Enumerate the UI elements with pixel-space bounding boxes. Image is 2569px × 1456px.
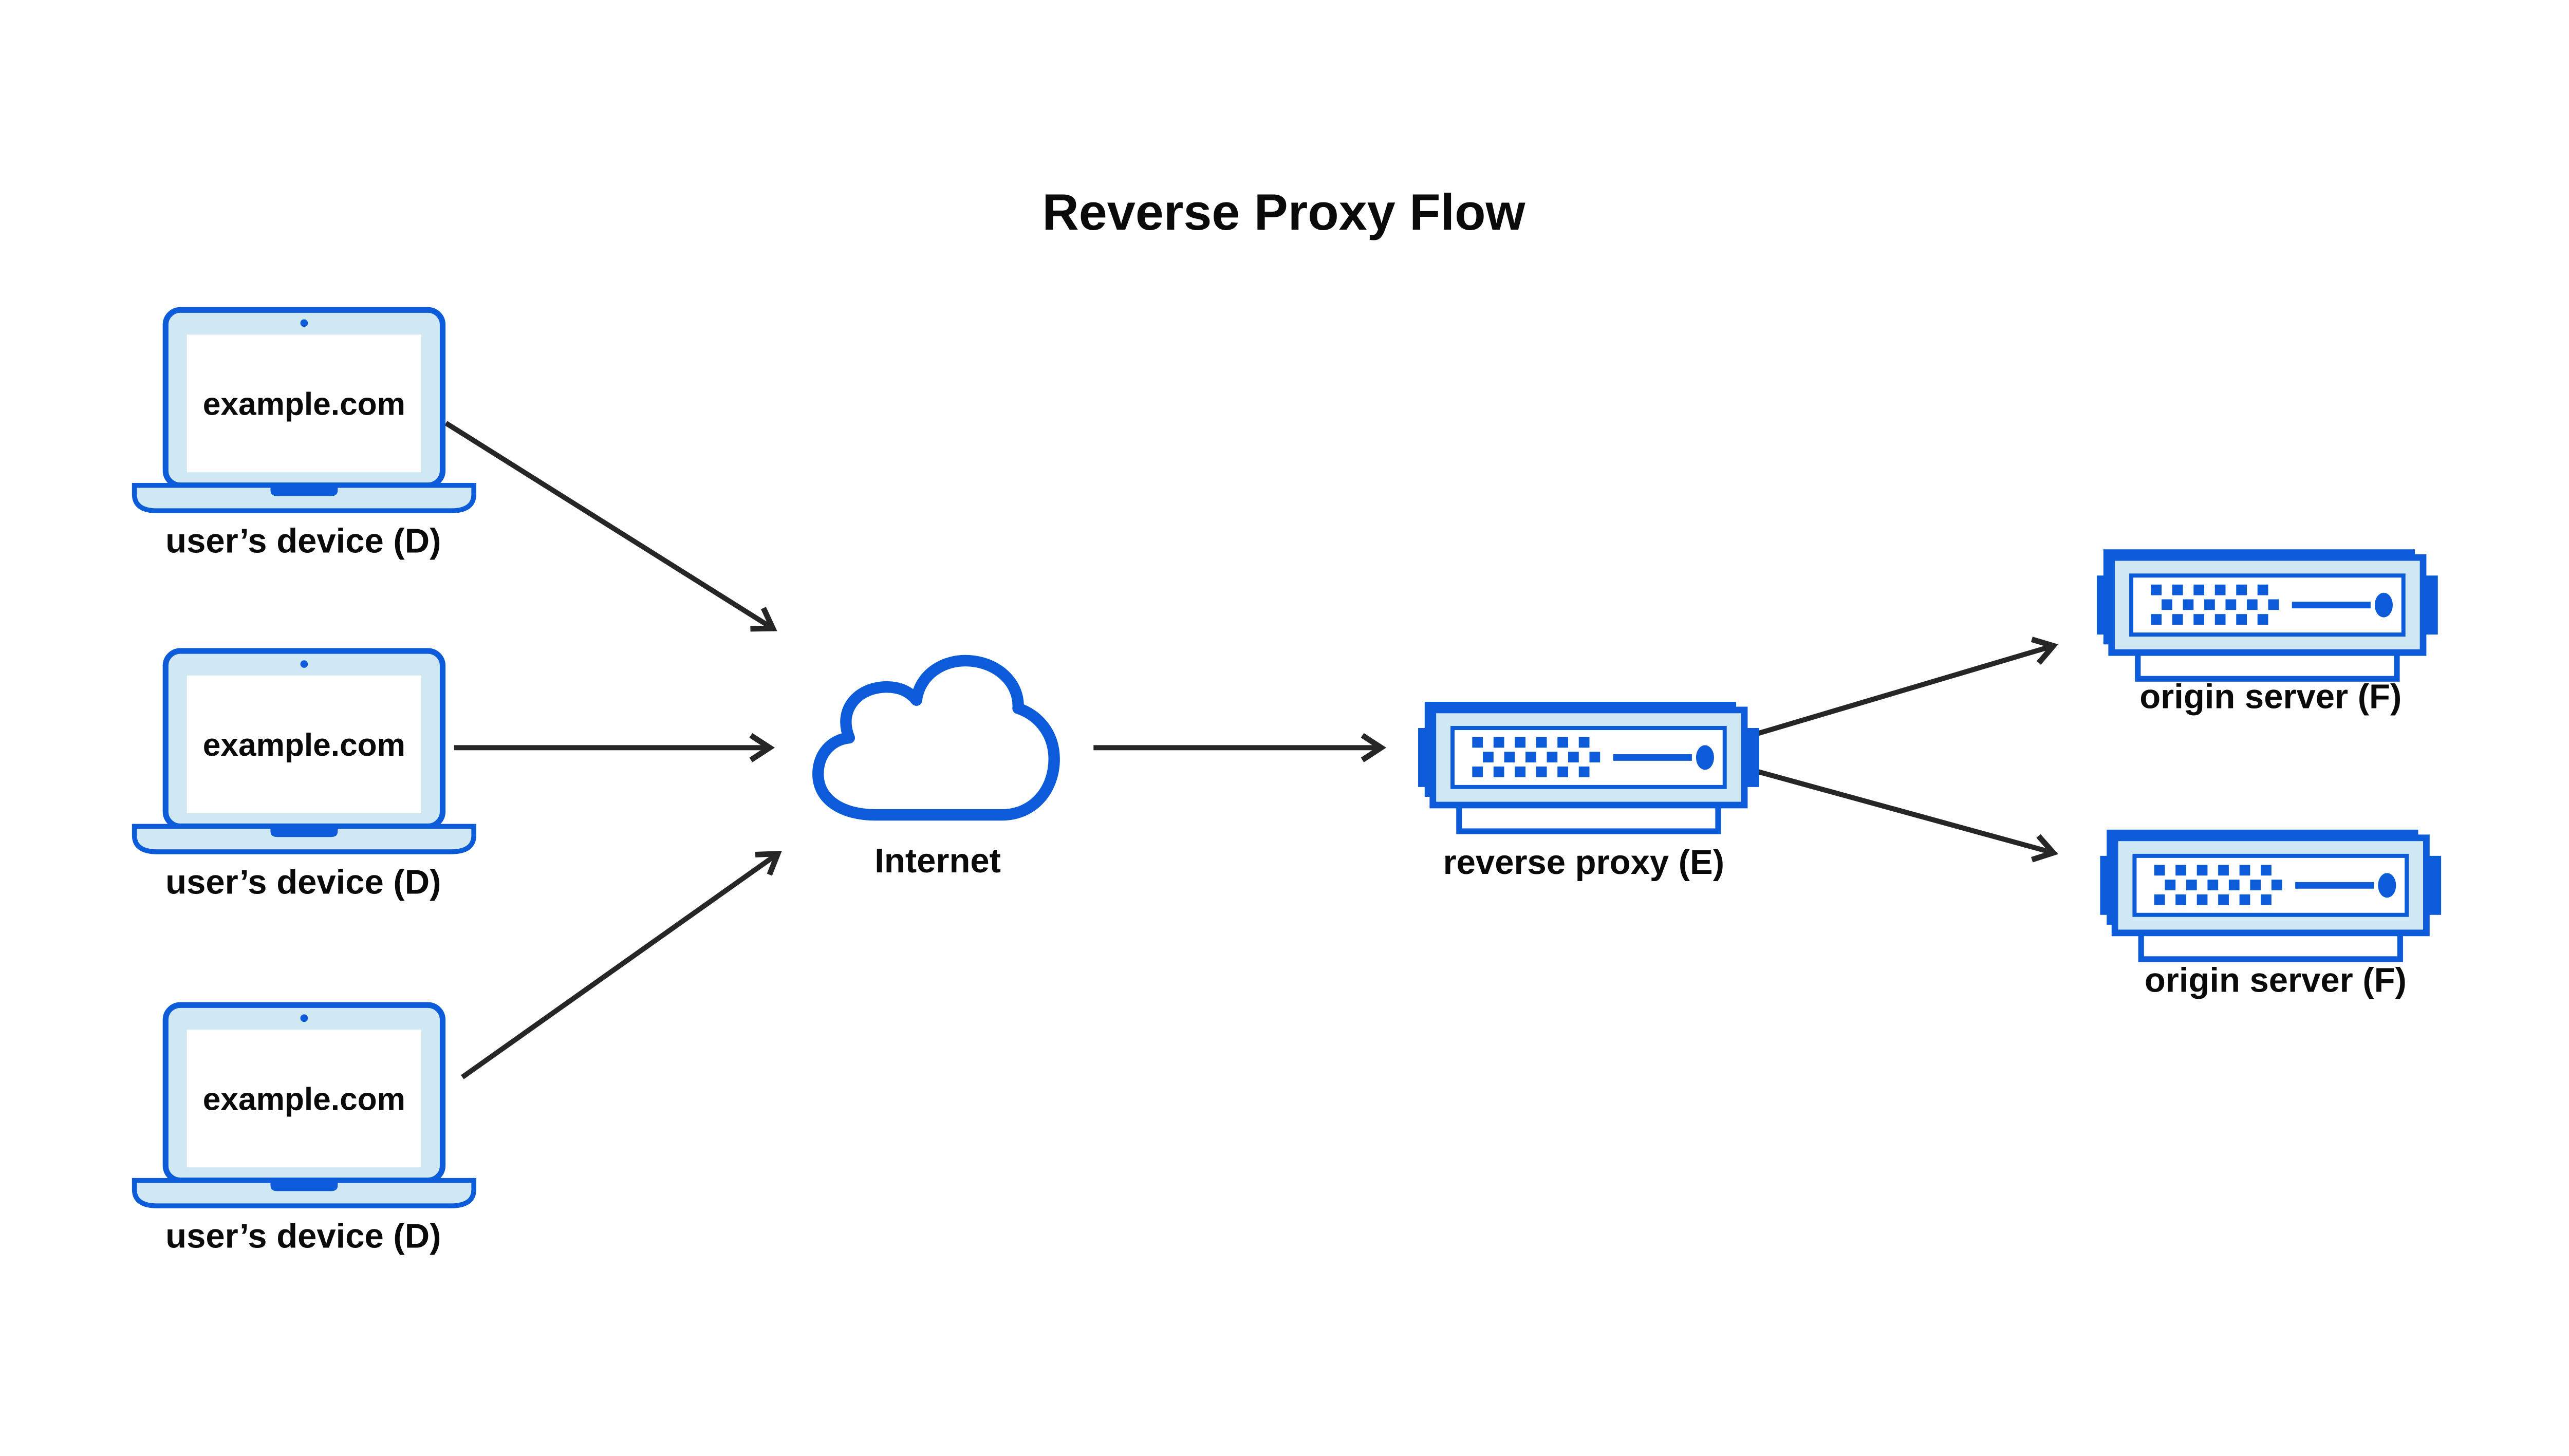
reverse-proxy-icon [1418,702,1759,831]
device1-icon: example.com [135,310,474,511]
device3-icon: example.com [135,1005,474,1206]
arrow-device1-to-internet [444,421,777,632]
flow-arrows [444,421,2059,1079]
internet-cloud-icon [812,655,1060,821]
diagram-title: Reverse Proxy Flow [1042,183,1525,240]
device3-screen-text: example.com [203,1081,405,1117]
origin-server1-label: origin server (F) [2139,678,2402,716]
origin-server1-icon [2097,549,2438,679]
device1-label: user’s device (D) [165,522,441,561]
reverse-proxy-label: reverse proxy (E) [1443,843,1724,882]
arrow-proxy-to-origin2 [1753,768,2059,863]
arrow-proxy-to-origin1 [1753,637,2058,737]
arrow-device3-to-internet [460,851,782,1079]
origin-server2-label: origin server (F) [2145,961,2407,1000]
device2-icon: example.com [135,651,474,852]
internet-label: Internet [874,842,1001,880]
device3-label: user’s device (D) [165,1217,441,1255]
device1-screen-text: example.com [203,387,405,422]
cloud-outline [812,655,1060,821]
device2-label: user’s device (D) [165,863,441,901]
origin-server2-icon [2100,830,2441,959]
device2-screen-text: example.com [203,727,405,763]
